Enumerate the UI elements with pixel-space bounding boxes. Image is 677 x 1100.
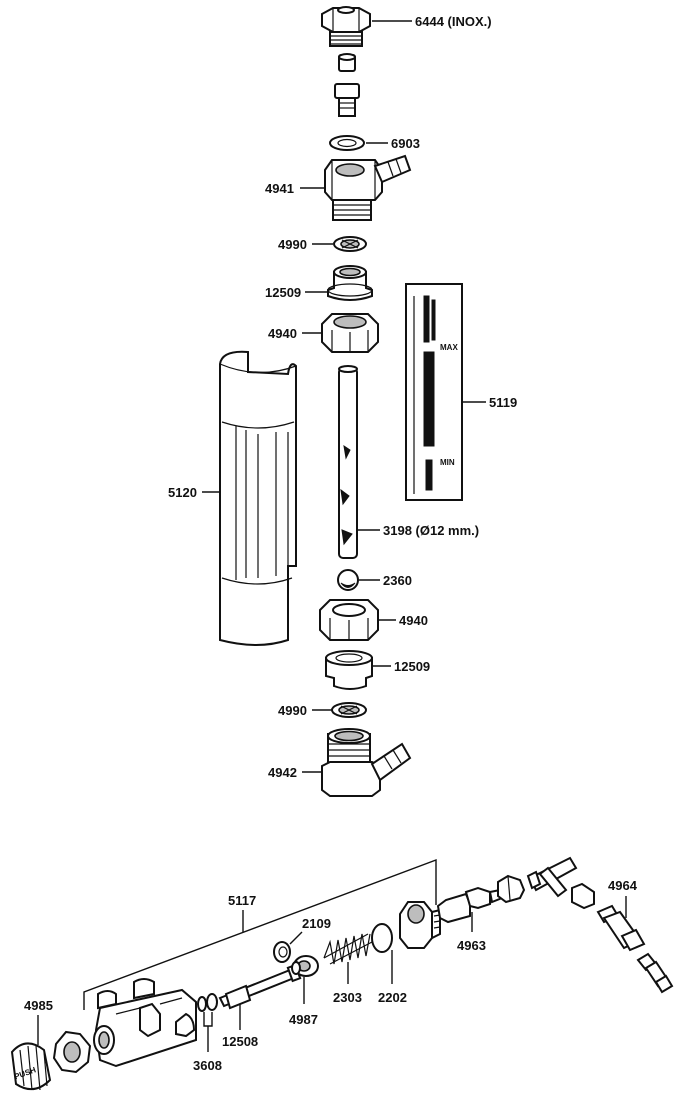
label-6903: 6903: [391, 136, 420, 151]
label-5120: 5120: [168, 485, 197, 500]
kit-bracket-5117: [83, 858, 437, 1010]
part-hex-nut-body: [52, 1030, 92, 1074]
label-12509-bottom: 12509: [394, 659, 430, 674]
part-tee-fitting: [526, 856, 578, 898]
part-2303-spring: [323, 933, 373, 965]
label-4963: 4963: [457, 938, 486, 953]
part-small-nut: [571, 882, 595, 910]
label-12508: 12508: [222, 1034, 258, 1049]
label-4940-bottom: 4940: [399, 613, 428, 628]
part-4942-elbow: [321, 728, 412, 797]
label-4964: 4964: [608, 878, 638, 893]
label-4987: 4987: [289, 1012, 318, 1027]
label-5117: 5117: [228, 893, 256, 908]
part-hex-coupling: [497, 874, 526, 904]
part-6444-cap: [321, 6, 371, 47]
part-4987-disc: [291, 955, 319, 977]
part-12509-bushing-top: [327, 265, 373, 301]
part-4941-elbow: [324, 154, 412, 221]
part-6903-washer: [329, 135, 365, 151]
label-4985: 4985: [24, 998, 53, 1013]
label-6444: 6444 (INOX.): [415, 14, 492, 29]
part-5120-guard: [219, 350, 297, 646]
part-plug: [636, 952, 674, 994]
part-2360-ball: [337, 569, 359, 591]
part-2109-washer: [273, 941, 291, 963]
label-4940-top: 4940: [268, 326, 297, 341]
part-3608-rings: [197, 993, 218, 1012]
label-3198: 3198 (Ø12 mm.): [383, 523, 479, 538]
part-3198-tube: [338, 365, 358, 559]
part-12509-bushing-bottom: [325, 650, 373, 690]
label-4990-bottom: 4990: [278, 703, 307, 718]
part-4940-nut-bottom: [319, 599, 379, 641]
label-2360: 2360: [383, 573, 412, 588]
part-kit-cap-nut: [399, 901, 441, 949]
scale-min-label: MIN: [440, 458, 455, 467]
label-12509-top: 12509: [265, 285, 301, 300]
label-2109: 2109: [302, 916, 331, 931]
part-4990-filter-bottom: [331, 702, 367, 718]
label-2303: 2303: [333, 990, 362, 1005]
label-4990-top: 4990: [278, 237, 307, 252]
part-valve-body: [93, 978, 197, 1068]
part-2202-oring: [371, 923, 393, 953]
scale-max-label: MAX: [440, 343, 458, 352]
label-5119: 5119: [489, 395, 517, 410]
part-12508-stem: [218, 963, 302, 1010]
part-hex-bolt: [334, 83, 360, 117]
part-pin: [338, 53, 356, 72]
part-4964-quick-connector: [596, 904, 646, 952]
part-4985-knob: PUSH: [10, 1042, 52, 1091]
label-4941: 4941: [265, 181, 294, 196]
part-4990-filter-top: [333, 236, 367, 252]
label-3608: 3608: [193, 1058, 222, 1073]
part-4940-nut-top: [321, 313, 379, 353]
label-4942: 4942: [268, 765, 297, 780]
part-5119-scale: MAX MIN: [405, 283, 463, 501]
label-2202: 2202: [378, 990, 407, 1005]
part-4963-connector: [436, 886, 504, 924]
